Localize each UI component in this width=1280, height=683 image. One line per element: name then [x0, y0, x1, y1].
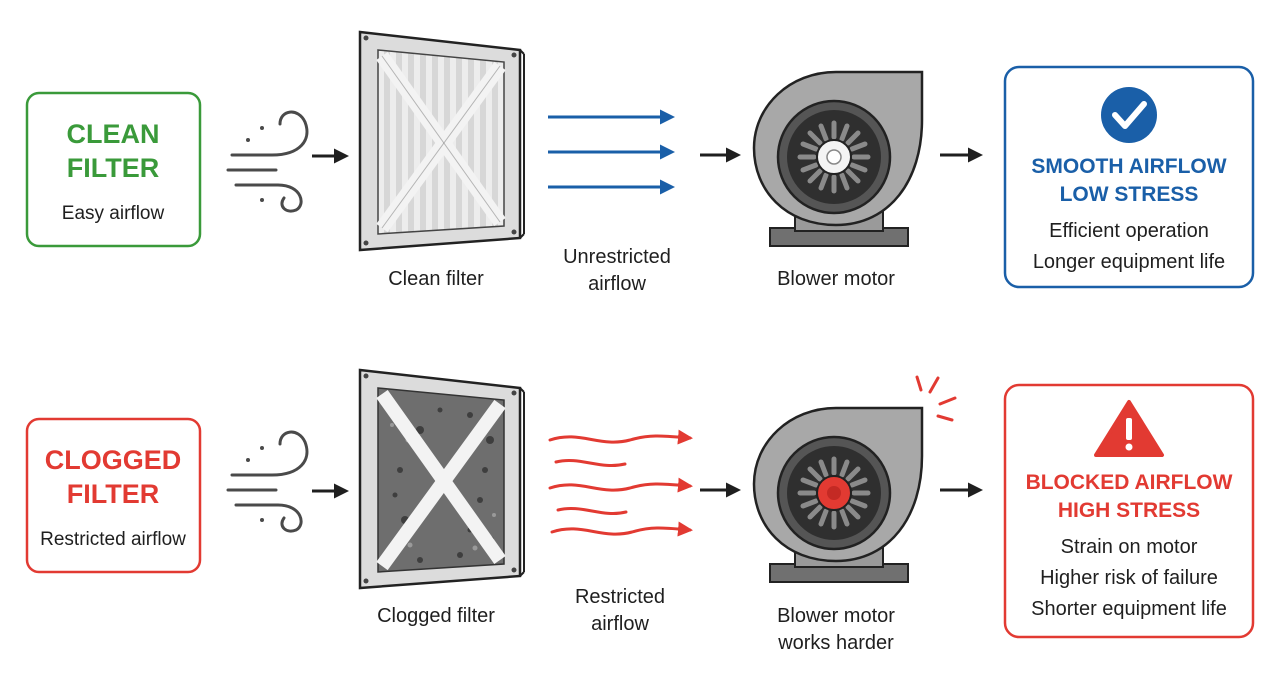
filter-label: Clogged filter — [377, 605, 495, 627]
result-title-line2: LOW STRESS — [1060, 183, 1199, 206]
result-title-line2: HIGH STRESS — [1058, 499, 1200, 522]
clogged-filter-icon — [358, 368, 525, 590]
wind-icon — [226, 430, 309, 533]
warning-triangle-icon — [1094, 400, 1164, 457]
clean-filter-icon — [358, 30, 525, 252]
motor-label-line1: Blower motor — [777, 605, 895, 627]
result-item: Strain on motor — [1061, 536, 1198, 558]
result-item: Shorter equipment life — [1031, 598, 1227, 620]
filter-label: Clean filter — [388, 268, 484, 290]
wind-icon — [226, 110, 309, 213]
result-title-line1: SMOOTH AIRFLOW — [1031, 155, 1226, 178]
state-card-clean: CLEAN FILTER Easy airflow — [25, 91, 202, 248]
result-item: Longer equipment life — [1033, 251, 1225, 273]
state-title-line1: CLOGGED — [45, 445, 182, 475]
state-title-line2: FILTER — [67, 153, 159, 183]
airflow-label-line1: Restricted — [575, 586, 665, 608]
state-title-line2: FILTER — [67, 479, 159, 509]
stress-lines-icon — [915, 375, 957, 422]
motor-label-line1: Blower motor — [777, 268, 895, 290]
state-subtitle: Easy airflow — [62, 203, 165, 224]
row-clogged: CLOGGED FILTER Restricted airflow — [25, 368, 1255, 654]
state-subtitle: Restricted airflow — [40, 529, 186, 550]
airflow-label-line2: airflow — [588, 273, 646, 295]
result-card-smooth: SMOOTH AIRFLOW LOW STRESS Efficient oper… — [1003, 65, 1255, 289]
restricted-airflow-arrows — [548, 429, 693, 537]
unrestricted-airflow-arrows — [548, 109, 675, 195]
result-item: Efficient operation — [1049, 220, 1209, 242]
result-title-line1: BLOCKED AIRFLOW — [1026, 471, 1233, 494]
blower-motor-icon — [752, 406, 924, 583]
airflow-label-line2: airflow — [591, 613, 649, 635]
airflow-label-line1: Unrestricted — [563, 246, 671, 268]
result-item: Higher risk of failure — [1040, 567, 1218, 589]
blower-motor-icon — [752, 70, 924, 247]
check-circle-icon — [1101, 87, 1157, 143]
state-title-line1: CLEAN — [67, 119, 160, 149]
state-card-clogged: CLOGGED FILTER Restricted airflow — [25, 417, 202, 574]
result-card-blocked: BLOCKED AIRFLOW HIGH STRESS Strain on mo… — [1003, 383, 1255, 639]
motor-label-line2: works harder — [777, 632, 894, 654]
row-clean: CLEAN FILTER Easy airflow — [25, 30, 1255, 295]
